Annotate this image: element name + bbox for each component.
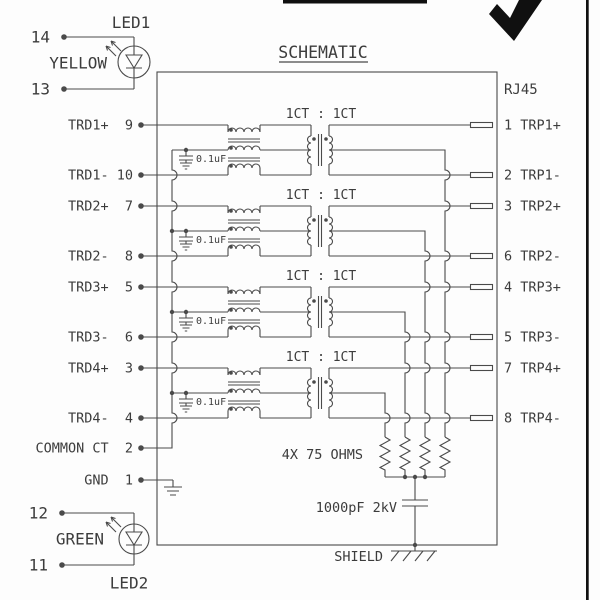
page-title: SCHEMATIC [278, 43, 367, 62]
pin-label: 4 TRP3+ [504, 280, 561, 296]
pin-trp2-minus: 6 TRP2- [469, 249, 561, 265]
ground-symbol [164, 480, 182, 496]
rj45-terminal [469, 414, 494, 422]
pin-gnd: GND 1 [84, 473, 182, 496]
led2-pin-bottom-number: 11 [29, 556, 48, 575]
light-emission-arrows [105, 516, 122, 533]
led1-designator: LED1 [112, 13, 151, 32]
led2-designator: LED2 [110, 574, 149, 593]
pin-label: TRD4- 4 [68, 411, 133, 427]
rj45-terminal [469, 333, 494, 341]
led1-color-label: YELLOW [49, 54, 107, 73]
pin-trd1-minus: TRD1- 10 [68, 168, 144, 184]
center-tap-rails [329, 149, 451, 437]
led1-indicator: LED1 14 YELLOW 13 [31, 13, 151, 99]
pin-common-ct: COMMON CT 2 [35, 441, 172, 457]
pin-trp1-minus: 2 TRP1- [469, 168, 561, 184]
page-border-line [586, 0, 589, 600]
pin-trd1-plus: TRD1+ 9 [68, 118, 144, 134]
resistor-symbol [418, 436, 432, 477]
rj45-terminal [469, 283, 494, 291]
pin-label: TRD3+ 5 [68, 280, 133, 296]
led2-pin-top-number: 12 [29, 504, 48, 523]
pin-trd4-plus: TRD4+ 3 [68, 361, 144, 377]
resistor-symbol [398, 436, 412, 477]
led2-color-label: GREEN [56, 530, 104, 549]
cropped-header-rule [283, 0, 427, 4]
pin-trp3-plus: 4 TRP3+ [469, 280, 561, 296]
pin-label: 7 TRP4+ [504, 361, 561, 377]
pin-trd2-plus: TRD2+ 7 [68, 199, 144, 215]
pin-label: TRD3- 6 [68, 330, 133, 346]
pin-label: TRD2- 8 [68, 249, 133, 265]
pin-label: TRD4+ 3 [68, 361, 133, 377]
pin-label: 3 TRP2+ [504, 199, 561, 215]
pin-trp1-plus: 1 TRP1+ [469, 118, 561, 134]
pin-trd2-minus: TRD2- 8 [68, 249, 144, 265]
led-symbol [105, 40, 151, 79]
pin-label: COMMON CT 2 [35, 441, 133, 457]
channel-4 [140, 349, 471, 419]
pin-label: 5 TRP3- [504, 330, 561, 346]
pin-trp4-minus: 8 TRP4- [469, 411, 561, 427]
pin-trp4-plus: 7 TRP4+ [469, 361, 561, 377]
checkmark-logo [489, 0, 542, 41]
pin-trp3-minus: 5 TRP3- [469, 330, 561, 346]
common-ct-rail [141, 150, 178, 449]
pin-trp2-plus: 3 TRP2+ [469, 199, 561, 215]
main-box [156, 71, 498, 546]
right-pins: 1 TRP1+ 2 TRP1- 3 TRP2+ 6 TRP2- 4 TRP3+ … [469, 118, 561, 427]
pin-label: TRD1- 10 [68, 168, 133, 184]
channel-3 [140, 268, 471, 338]
pin-label: TRD2+ 7 [68, 199, 133, 215]
pin-label: 2 TRP1- [504, 168, 561, 184]
resistor-symbol [438, 436, 452, 477]
rj45-terminal [469, 252, 494, 260]
rj45-terminal [469, 202, 494, 210]
pin-label: 6 TRP2- [504, 249, 561, 265]
pin-label: 1 TRP1+ [504, 118, 561, 134]
shield-label: SHIELD [334, 549, 383, 565]
channel-1 [140, 106, 471, 176]
led1-pin-top-number: 14 [31, 28, 50, 47]
left-pins: TRD1+ 9 TRD1- 10 TRD2+ 7 TRD2- 8 TRD3+ 5… [35, 118, 182, 496]
pin-trd3-plus: TRD3+ 5 [68, 280, 144, 296]
channel-2 [140, 187, 471, 257]
pin-label: 8 TRP4- [504, 411, 561, 427]
pin-trd4-minus: TRD4- 4 [68, 411, 144, 427]
light-emission-arrows [105, 40, 122, 57]
rj45-terminal [469, 364, 494, 372]
pin-label: TRD1+ 9 [68, 118, 133, 134]
pin-trd3-minus: TRD3- 6 [68, 330, 144, 346]
shield-ground-symbol [390, 545, 437, 562]
rj45-terminal [469, 171, 494, 179]
led1-pin-bottom-number: 13 [31, 80, 50, 99]
resistor-value-label: 4X 75 OHMS [282, 447, 363, 463]
hv-cap-value-label: 1000pF 2kV [316, 500, 397, 516]
resistor-symbol [378, 436, 392, 477]
termination-network: 4X 75 OHMS 1000pF 2kV SHIELD [282, 436, 452, 565]
hv-capacitor-symbol [402, 477, 428, 545]
pin-label: GND 1 [84, 473, 133, 489]
connector-label: RJ45 [504, 82, 538, 98]
rj45-terminal [469, 121, 494, 129]
led2-indicator: 12 GREEN 11 LED2 [29, 504, 150, 593]
led-symbol [105, 516, 150, 555]
